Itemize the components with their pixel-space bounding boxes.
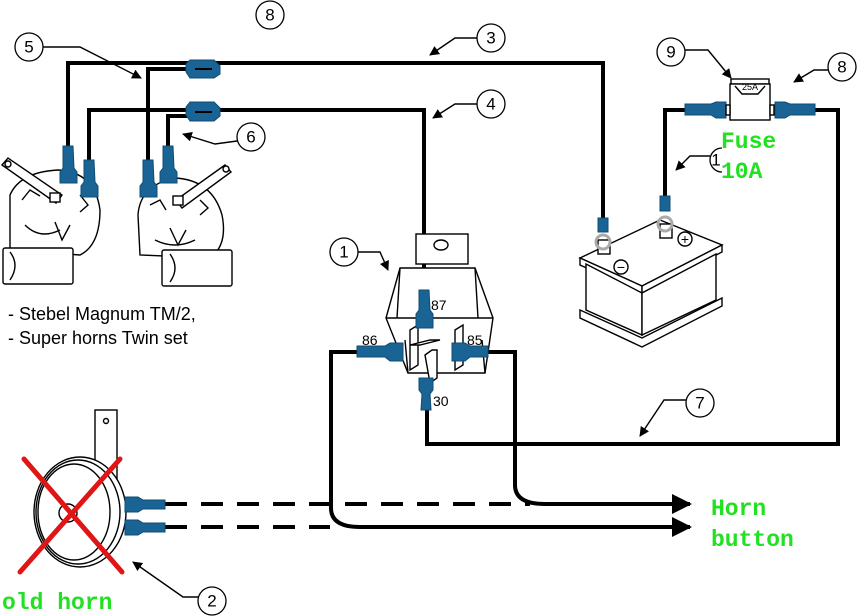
- relay-pin-87-label: 87: [431, 297, 447, 313]
- fuse-annotation-line2: 10A: [721, 159, 763, 185]
- svg-text:9: 9: [666, 43, 675, 62]
- fuse-terminal-right: [774, 101, 816, 119]
- relay-pin-85-label: 85: [467, 332, 483, 348]
- battery: − +: [578, 195, 724, 348]
- svg-text:8: 8: [837, 58, 846, 77]
- horn-button-label-line2: button: [711, 527, 794, 553]
- callout-2: 2: [132, 561, 227, 616]
- wire-relay-85-to-horn-button: [488, 350, 692, 514]
- splice-connector-upper: [185, 59, 221, 79]
- relay-pin-86-terminal: [356, 342, 404, 362]
- horn-left-terminal-2: [80, 159, 99, 198]
- wire-4-horns-to-relay-87: [87, 108, 426, 305]
- old-horn-terminal-upper: [124, 496, 166, 513]
- horn-left-terminal-1: [59, 145, 78, 184]
- old-horn-terminal-lower: [124, 519, 166, 536]
- battery-positive-terminal: [659, 195, 671, 212]
- svg-text:2: 2: [207, 592, 216, 611]
- callout-1-relay: 1: [329, 237, 389, 271]
- removed-cross-stroke-2: [17, 456, 123, 575]
- wire-3-horns-to-battery-negative: [66, 61, 605, 218]
- new-horn-right: [137, 145, 233, 287]
- fuse-terminal-left: [684, 101, 727, 119]
- callout-7: 7: [639, 388, 715, 437]
- callout-8-top: 8: [255, 0, 285, 30]
- wire-7-fuse-to-relay-30: [425, 108, 840, 446]
- svg-text:1: 1: [711, 151, 720, 170]
- relay-pin-86-label: 86: [362, 332, 378, 348]
- callout-4: 4: [432, 89, 506, 119]
- relay-pin-85-terminal: [451, 342, 489, 362]
- fuse: 25A: [684, 78, 816, 121]
- wire-5-horn-link: [146, 67, 205, 180]
- svg-text:7: 7: [695, 394, 704, 413]
- wire-relay-86-to-horn-button: [329, 350, 692, 537]
- fuse-rating-label: 25A: [742, 82, 758, 92]
- new-horn-left: [0, 145, 101, 285]
- svg-text:5: 5: [24, 38, 33, 57]
- callout-9: 9: [656, 37, 732, 79]
- wire-fuse-to-battery-positive: [663, 108, 685, 205]
- callout-8-fuse: 8: [793, 52, 857, 83]
- horn-right-terminal-1: [139, 159, 158, 198]
- horn-right-terminal-2: [159, 145, 178, 184]
- horn-button-label-line1: Horn: [711, 496, 766, 522]
- horns-note-line2: - Super horns Twin set: [8, 328, 188, 348]
- svg-text:8: 8: [265, 6, 274, 25]
- callouts: 8 5 3 4 6 9: [14, 0, 857, 616]
- battery-negative-terminal: [597, 217, 609, 233]
- svg-text:3: 3: [486, 29, 495, 48]
- splice-connector-lower: [185, 101, 221, 122]
- horns-note-line1: - Stebel Magnum TM/2,: [8, 304, 196, 324]
- callout-6: 6: [182, 122, 266, 152]
- callout-1-battery-lead: 1: [675, 147, 723, 173]
- battery-positive-symbol: +: [681, 231, 689, 247]
- svg-text:1: 1: [339, 243, 348, 262]
- svg-text:6: 6: [246, 128, 255, 147]
- svg-text:4: 4: [486, 95, 495, 114]
- relay-pin-30-terminal: [418, 377, 434, 411]
- battery-negative-symbol: −: [617, 259, 625, 275]
- relay-pin-30-label: 30: [433, 393, 449, 409]
- relay: 87 86 85 30: [356, 233, 494, 411]
- fuse-annotation-line1: Fuse: [721, 129, 776, 155]
- wires: [66, 61, 840, 537]
- old-horn-label: old horn: [2, 590, 112, 616]
- callout-3: 3: [429, 23, 506, 56]
- callout-5: 5: [14, 32, 142, 79]
- relay-pin-87-terminal: [415, 289, 434, 329]
- old-horn: [17, 409, 166, 575]
